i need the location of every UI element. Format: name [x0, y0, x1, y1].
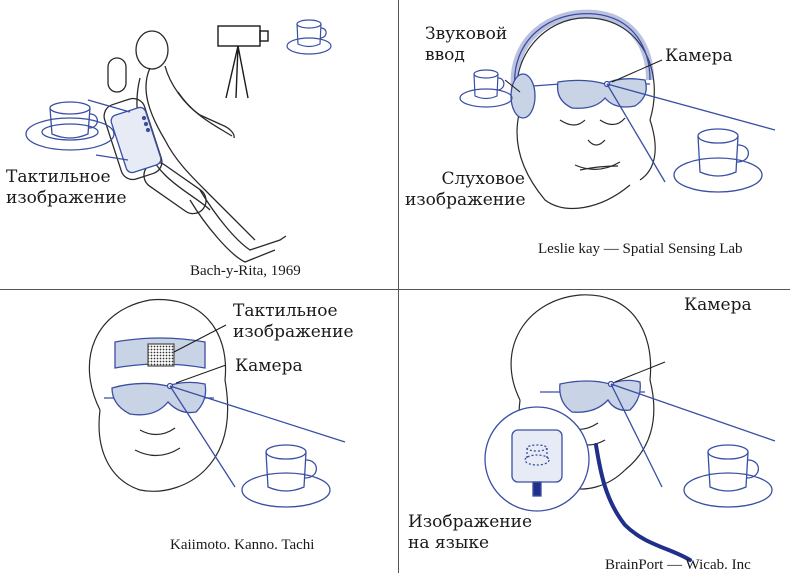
cup-top-right — [673, 128, 763, 193]
caption-leslie-kay: Leslie kay — Spatial Sensing Lab — [538, 241, 743, 257]
vertical-divider — [398, 0, 399, 573]
brainport-cable — [594, 443, 692, 562]
glasses-bottom-left — [104, 364, 346, 488]
glasses-top-right — [504, 59, 776, 183]
tactile-image-label: Тактильное изображение — [6, 167, 127, 208]
forehead-band — [114, 324, 227, 369]
camera-label-bottom-right: Камера — [684, 295, 752, 315]
auditory-image-label: Слуховое изображение — [405, 169, 526, 210]
tongue-image-label: Изображение на языке — [408, 512, 533, 553]
caption-bach-y-rita: Bach-y-Rita, 1969 — [190, 263, 301, 279]
horizontal-divider — [0, 289, 790, 290]
camera-label-top-right: Камера — [665, 46, 733, 66]
caption-kajimoto: Kaiimoto. Kanno. Tachi — [170, 537, 315, 553]
cup-bottom-left — [241, 444, 331, 508]
camera-tripod — [217, 25, 269, 99]
cup-top-left-far — [286, 19, 332, 55]
camera-label-bottom-left: Камера — [235, 356, 303, 376]
sound-input-label: Звуковой ввод — [425, 24, 508, 65]
cup-top-right-far — [459, 69, 513, 108]
cup-top-left — [25, 101, 115, 151]
headphones — [510, 9, 654, 119]
caption-brainport: BrainPort — Wicab. Inc — [605, 557, 751, 573]
tactile-back-pad — [87, 99, 162, 174]
seated-figure — [135, 30, 287, 263]
glasses-bottom-right — [540, 361, 776, 488]
tongue-device — [484, 406, 590, 512]
face-top-right — [516, 17, 656, 209]
face-bottom-left — [88, 298, 229, 492]
cup-bottom-right — [683, 444, 773, 508]
tactile-image-label-2: Тактильное изображение — [233, 301, 354, 342]
